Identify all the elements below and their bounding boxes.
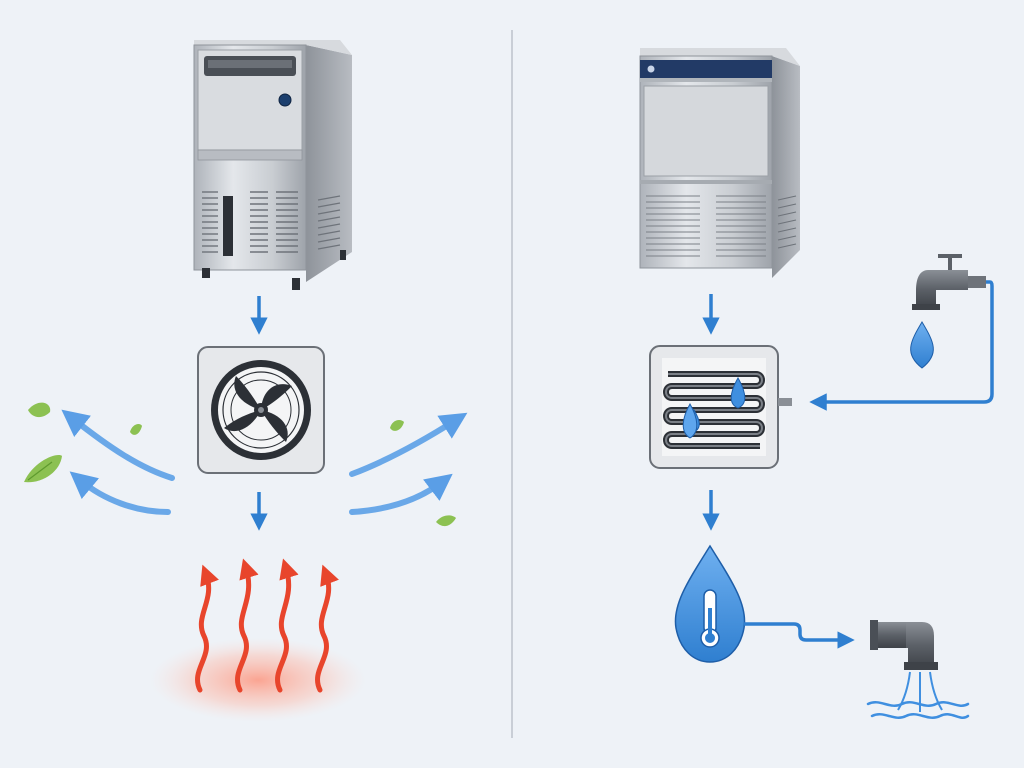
heat-glow <box>150 638 366 722</box>
leaf-icon <box>436 515 456 527</box>
heat-wave-1 <box>195 564 219 693</box>
leaf-icons <box>24 402 456 527</box>
leaf-icon <box>28 402 51 418</box>
heat-wave-4 <box>315 564 339 693</box>
air-arrow-left-upper <box>61 409 175 481</box>
water-stream <box>897 671 943 712</box>
water-faucet-icon <box>912 254 986 310</box>
front-vents <box>202 191 298 253</box>
brand-badge <box>278 93 292 107</box>
water-coil-condenser-icon <box>649 345 792 469</box>
heat-waves <box>195 558 339 693</box>
water-discharge-line <box>744 622 855 649</box>
thermometer-icon <box>700 589 720 648</box>
leaf-icon <box>130 424 142 435</box>
air-arrow-left-lower <box>69 471 171 515</box>
water-droplet-icon <box>682 402 698 439</box>
drain-pipe-icon <box>866 620 970 719</box>
water-droplet-icon <box>730 376 746 409</box>
warm-water-drop-icon <box>674 544 746 663</box>
ice-machine-right <box>639 48 800 278</box>
condenser-fan-icon <box>197 346 325 474</box>
heat-wave-2 <box>235 558 259 693</box>
water-ripples-icon <box>866 701 970 719</box>
control-strip <box>640 60 772 78</box>
air-cooled-panel <box>24 40 468 722</box>
leaf-icon <box>390 420 404 431</box>
air-arrow-right-upper <box>349 412 468 477</box>
faucet-water-drop-icon <box>910 321 934 369</box>
heat-wave-3 <box>275 558 299 693</box>
ice-machine-left <box>193 40 352 290</box>
water-cooled-panel <box>639 48 994 719</box>
air-arrow-right-lower <box>349 473 453 515</box>
air-flow-arrows <box>61 409 468 515</box>
front-vents-right <box>646 195 766 257</box>
water-supply-line <box>809 280 994 411</box>
